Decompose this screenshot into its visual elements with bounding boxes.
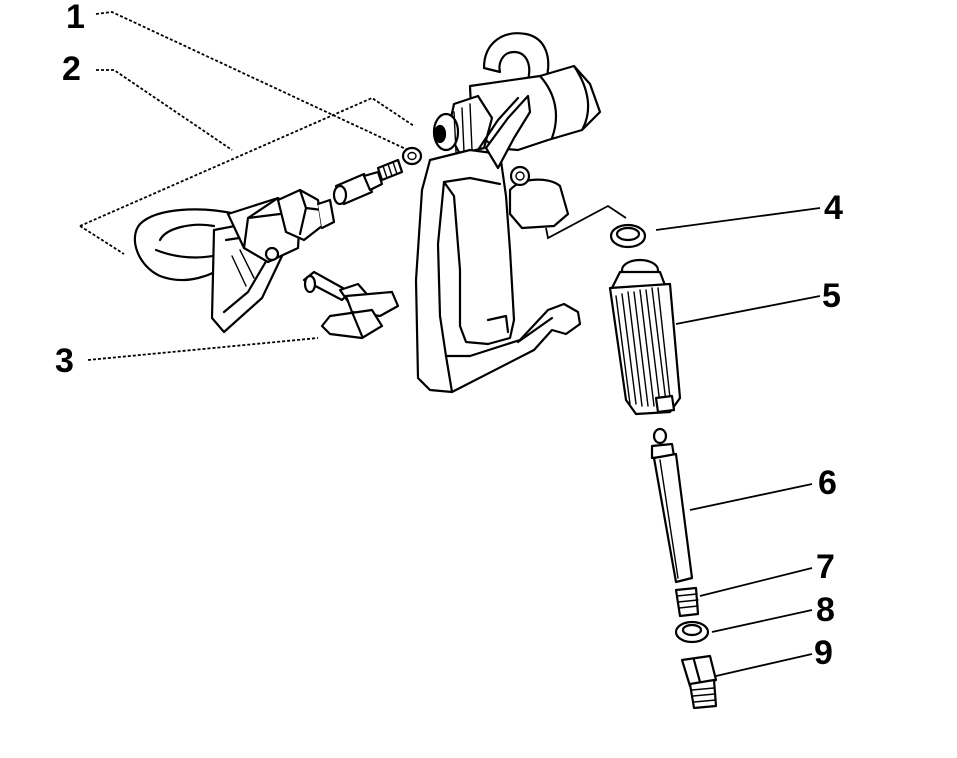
callout-9: 9 — [814, 634, 833, 672]
bracket-bottom — [79, 225, 125, 255]
leader-1 — [95, 11, 409, 151]
callout-4: 4 — [824, 189, 843, 227]
callout-2: 2 — [62, 50, 81, 88]
part-1-seal-assembly — [332, 146, 423, 206]
callout-3: 3 — [55, 342, 74, 380]
part-6-filter-tube — [650, 427, 694, 584]
leader-8 — [711, 609, 813, 633]
leader-9 — [715, 653, 813, 677]
part-5-filter-housing — [608, 258, 682, 416]
part-4-o-ring — [609, 223, 647, 249]
leader-2 — [96, 69, 233, 151]
callout-8: 8 — [816, 591, 835, 629]
bracket-top — [79, 96, 415, 227]
part-9-fitting — [680, 654, 718, 710]
leader-3 — [87, 337, 319, 361]
spray-gun-body — [414, 32, 602, 394]
part-8-washer — [674, 620, 710, 644]
leader-4 — [655, 207, 821, 231]
leader-7 — [699, 567, 813, 597]
leader-gun-oring — [545, 204, 627, 240]
part-7-spring — [674, 586, 700, 618]
callout-1: 1 — [66, 0, 85, 36]
part-2-tip-guard — [133, 188, 336, 334]
callout-7: 7 — [816, 548, 835, 586]
callout-5: 5 — [822, 277, 841, 315]
leader-lines — [79, 11, 821, 677]
callout-6: 6 — [818, 464, 837, 502]
leader-5 — [675, 295, 821, 325]
leader-6 — [689, 483, 813, 511]
part-3-reversible-tip — [302, 270, 400, 340]
